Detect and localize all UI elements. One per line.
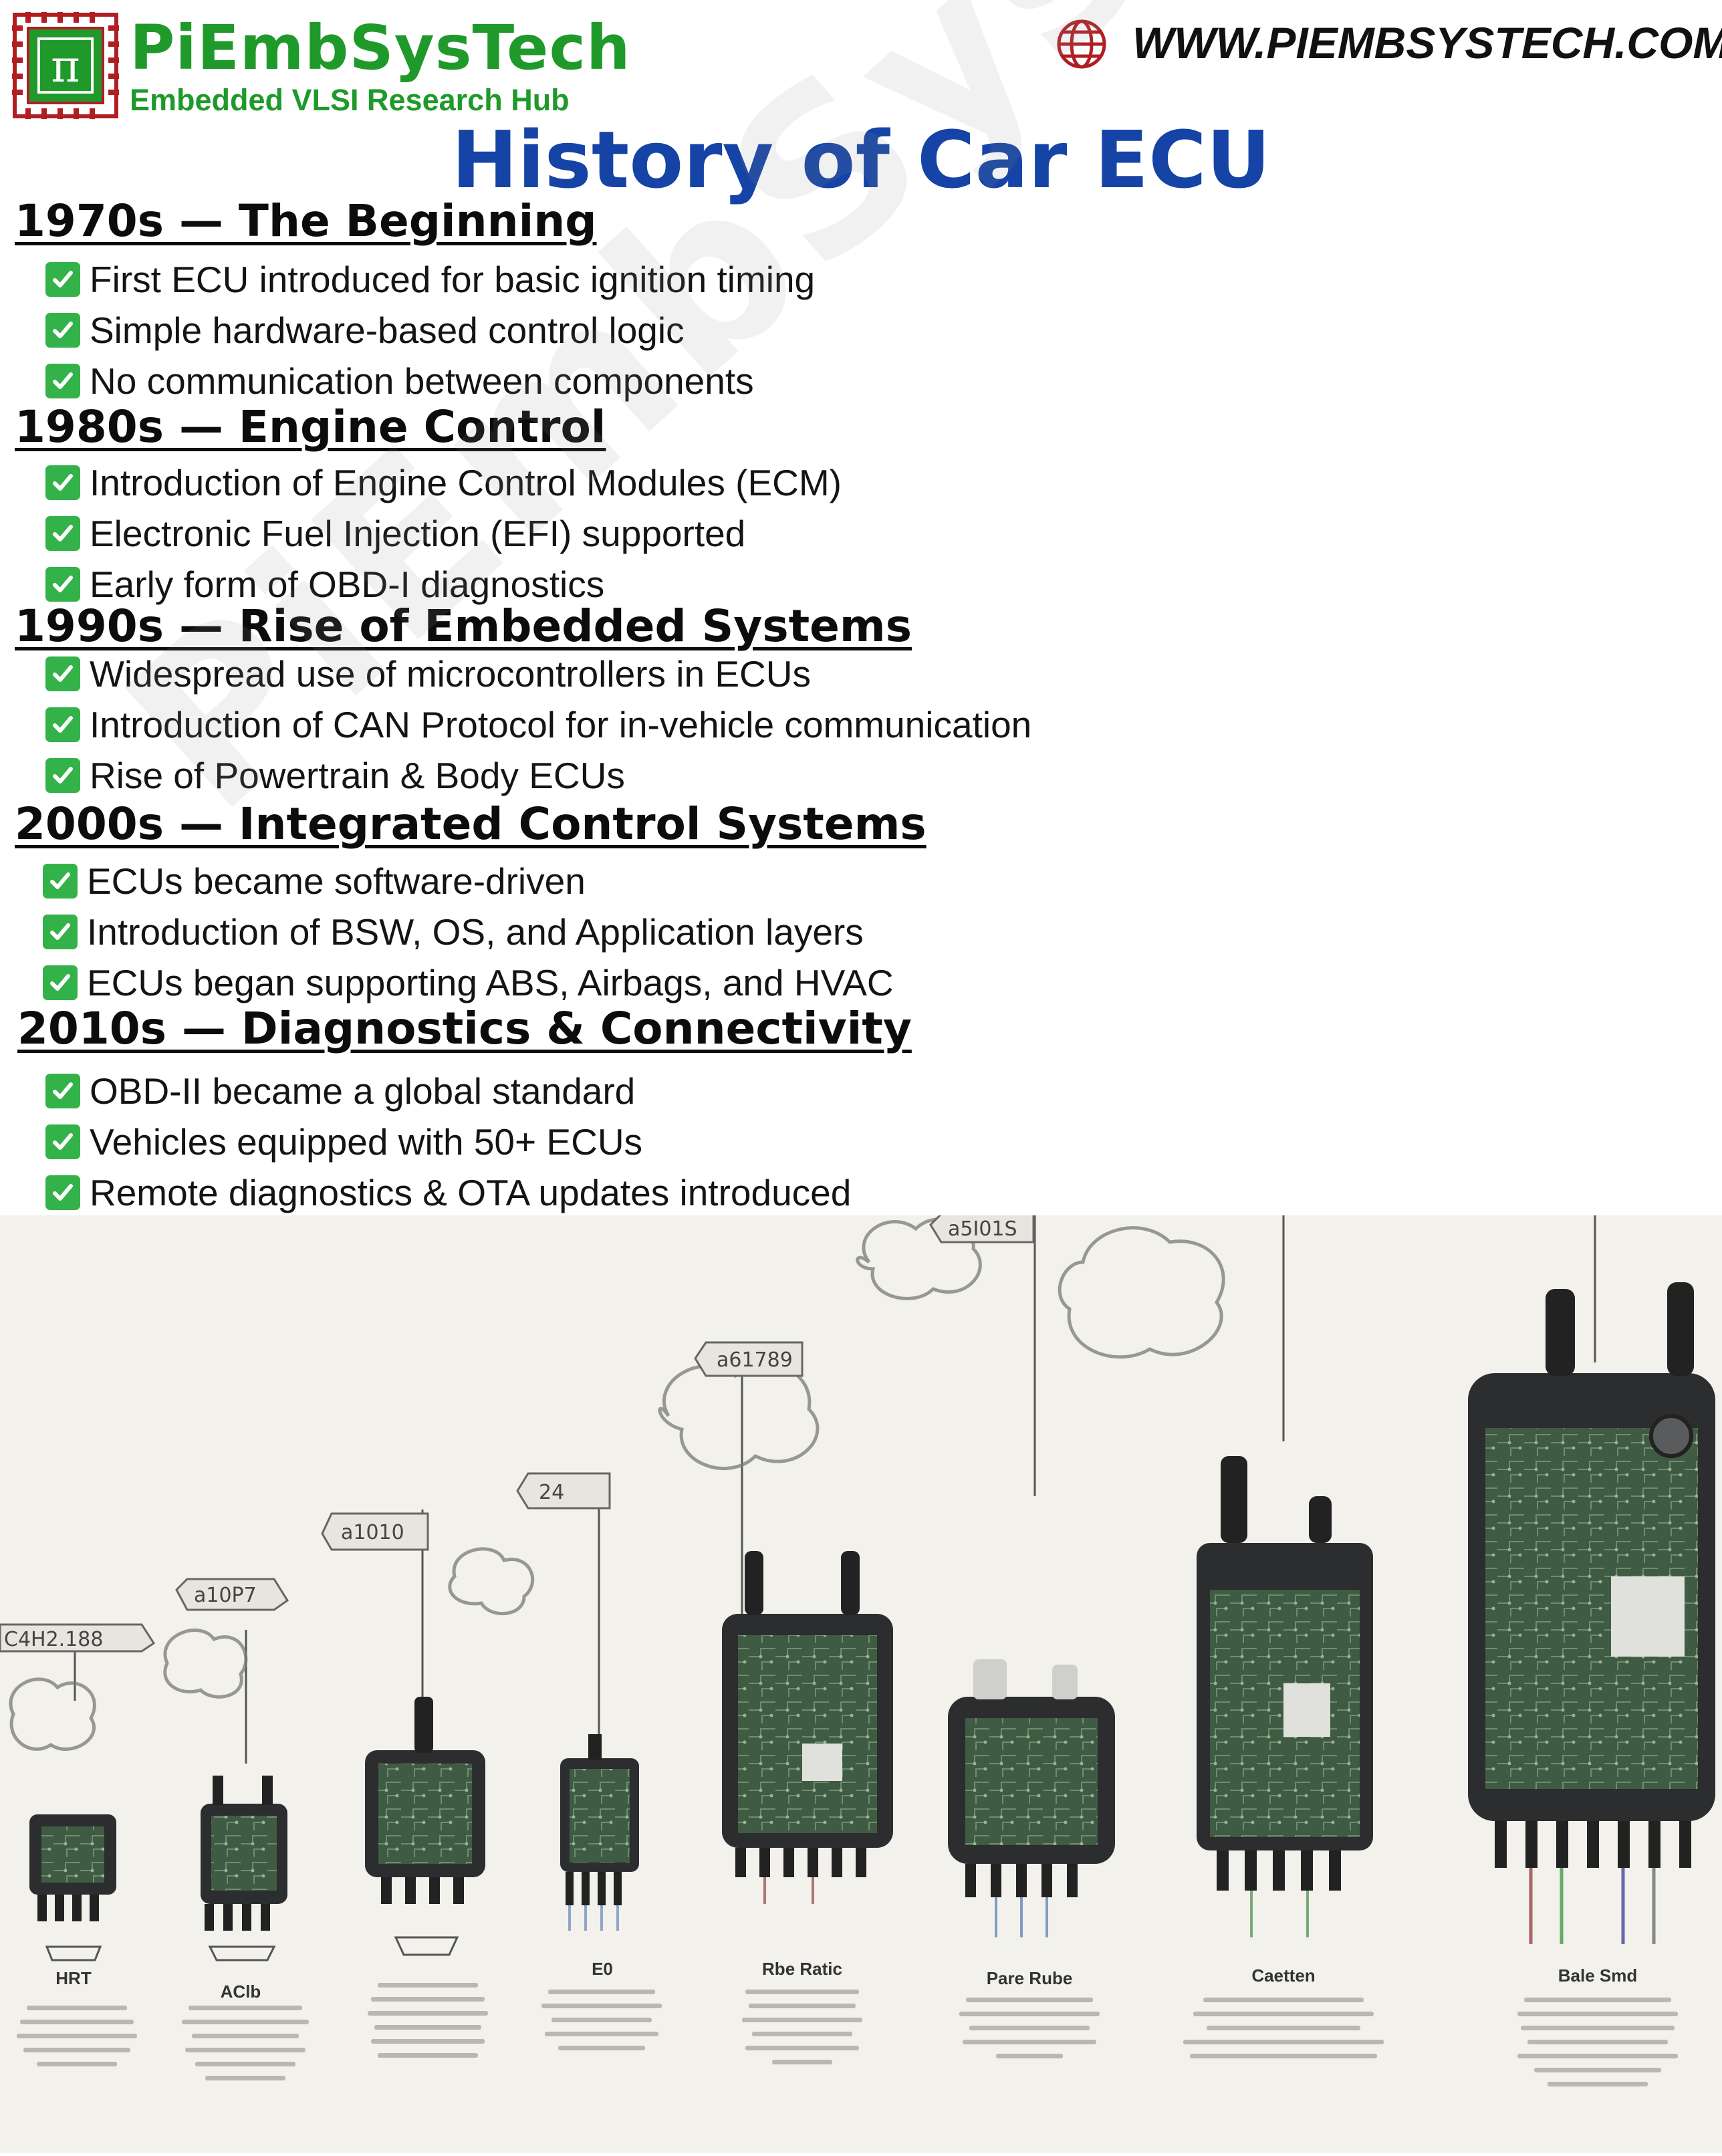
list-item: First ECU introduced for basic ignition … xyxy=(45,258,815,301)
brand-tagline: Embedded VLSI Research Hub xyxy=(130,83,570,117)
tag-4: 24 xyxy=(516,1472,611,1510)
check-mark-icon xyxy=(45,516,80,551)
ecu-module-8 xyxy=(1468,1282,1715,1944)
check-mark-icon xyxy=(43,965,78,1000)
ecu-evolution-illustration: C4H2.188 a10P7 a1010 24 a61789 a5I01S xyxy=(0,1213,1722,2153)
list-item: Rise of Powertrain & Body ECUs xyxy=(45,754,625,797)
ecu-description-4 xyxy=(535,1990,668,2050)
list-item-text: Early form of OBD-I diagnostics xyxy=(90,564,605,605)
ecu-module-2 xyxy=(201,1776,287,1931)
check-mark-icon xyxy=(45,656,80,691)
list-item-text: Remote diagnostics & OTA updates introdu… xyxy=(90,1172,852,1213)
tag-1: C4H2.188 xyxy=(0,1623,156,1653)
list-item-text: OBD-II became a global standard xyxy=(90,1070,636,1112)
check-mark-icon xyxy=(43,915,78,949)
check-mark-icon xyxy=(45,313,80,348)
svg-text:π: π xyxy=(51,41,80,92)
ecu-description-2 xyxy=(175,2006,316,2080)
svg-text:a61789: a61789 xyxy=(717,1348,793,1372)
ecu-evolution-drawing: C4H2.188 a10P7 a1010 24 a61789 a5I01S xyxy=(0,1213,1715,1961)
ecu-caption-5: Rbe Ratic xyxy=(762,1959,842,1979)
list-item: Introduction of BSW, OS, and Application… xyxy=(43,911,864,953)
list-item: No communication between components xyxy=(45,360,754,402)
check-mark-icon xyxy=(45,1074,80,1108)
era-heading-1970s: 1970s — The Beginning xyxy=(15,195,597,247)
list-item-text: First ECU introduced for basic ignition … xyxy=(90,259,816,300)
list-item-text: Widespread use of microcontrollers in EC… xyxy=(90,653,811,695)
svg-text:a5I01S: a5I01S xyxy=(948,1217,1017,1241)
tag-6: a5I01S xyxy=(929,1213,1035,1243)
check-mark-icon xyxy=(45,567,80,602)
tag-2: a10P7 xyxy=(175,1578,289,1611)
check-mark-icon xyxy=(45,1124,80,1159)
list-item-text: Simple hardware-based control logic xyxy=(90,310,685,351)
list-item: ECUs became software-driven xyxy=(43,860,586,903)
ecu-description-6 xyxy=(949,1998,1110,2058)
ecu-caption-2: AClb xyxy=(220,1982,261,2002)
tag-5: a61789 xyxy=(694,1341,804,1377)
tag-3: a1010 xyxy=(321,1512,429,1551)
brand-name: PiEmbSysTech xyxy=(130,12,631,84)
list-item: Introduction of CAN Protocol for in-vehi… xyxy=(45,703,1031,746)
ecu-module-1 xyxy=(29,1814,116,1921)
ecu-caption-6: Pare Rube xyxy=(986,1968,1073,1988)
check-mark-icon xyxy=(45,707,80,742)
ecu-module-7 xyxy=(1197,1456,1373,1937)
ecu-description-1 xyxy=(13,2006,140,2066)
check-mark-icon xyxy=(45,465,80,500)
list-item-text: ECUs began supporting ABS, Airbags, and … xyxy=(87,962,894,1003)
list-item: OBD-II became a global standard xyxy=(45,1070,635,1112)
list-item-text: Introduction of BSW, OS, and Application… xyxy=(87,911,864,953)
check-mark-icon xyxy=(43,864,78,899)
ecu-description-3 xyxy=(361,1983,495,2058)
list-item: Remote diagnostics & OTA updates introdu… xyxy=(45,1171,851,1214)
page-title: History of Car ECU xyxy=(451,114,1271,206)
list-item: Early form of OBD-I diagnostics xyxy=(45,563,604,606)
list-item: Introduction of Engine Control Modules (… xyxy=(45,461,842,504)
ecu-description-8 xyxy=(1504,1998,1691,2086)
website-link[interactable]: WWW.PIEMBSYSTECH.COM xyxy=(1132,18,1722,68)
ecu-module-6 xyxy=(948,1659,1115,1937)
list-item: Electronic Fuel Injection (EFI) supporte… xyxy=(45,512,745,555)
list-item: Vehicles equipped with 50+ ECUs xyxy=(45,1120,642,1163)
list-item-text: Introduction of CAN Protocol for in-vehi… xyxy=(90,704,1032,745)
check-mark-icon xyxy=(45,364,80,398)
era-heading-1990s: 1990s — Rise of Embedded Systems xyxy=(15,600,912,652)
check-mark-icon xyxy=(45,262,80,297)
ecu-module-4 xyxy=(560,1734,639,1931)
globe-icon xyxy=(1057,19,1106,69)
list-item: ECUs began supporting ABS, Airbags, and … xyxy=(43,961,894,1004)
brand-logo-icon: π xyxy=(12,12,119,119)
era-heading-2010s: 2010s — Diagnostics & Connectivity xyxy=(17,1003,912,1054)
list-item-text: No communication between components xyxy=(90,360,754,402)
ecu-description-5 xyxy=(735,1990,869,2064)
ecu-module-5 xyxy=(722,1551,893,1904)
list-item: Widespread use of microcontrollers in EC… xyxy=(45,652,811,695)
era-heading-2000s: 2000s — Integrated Control Systems xyxy=(15,798,927,850)
ecu-caption-1: HRT xyxy=(55,1968,92,1988)
check-mark-icon xyxy=(45,1175,80,1210)
list-item: Simple hardware-based control logic xyxy=(45,309,685,352)
ecu-caption-7: Caetten xyxy=(1251,1965,1316,1986)
list-item-text: Electronic Fuel Injection (EFI) supporte… xyxy=(90,513,746,554)
svg-text:24: 24 xyxy=(539,1481,564,1504)
ecu-caption-4: E0 xyxy=(592,1959,613,1979)
list-item-text: Rise of Powertrain & Body ECUs xyxy=(90,755,625,796)
svg-text:C4H2.188: C4H2.188 xyxy=(4,1628,103,1651)
ecu-module-3 xyxy=(365,1697,485,1904)
list-item-text: ECUs became software-driven xyxy=(87,860,586,902)
ecu-caption-8: Bale Smd xyxy=(1558,1965,1638,1986)
era-heading-1980s: 1980s — Engine Control xyxy=(15,401,606,453)
svg-text:a10P7: a10P7 xyxy=(194,1584,257,1607)
list-item-text: Introduction of Engine Control Modules (… xyxy=(90,462,842,503)
ecu-description-7 xyxy=(1177,1998,1390,2058)
list-item-text: Vehicles equipped with 50+ ECUs xyxy=(90,1121,643,1163)
check-mark-icon xyxy=(45,758,80,793)
svg-text:a1010: a1010 xyxy=(341,1521,404,1544)
